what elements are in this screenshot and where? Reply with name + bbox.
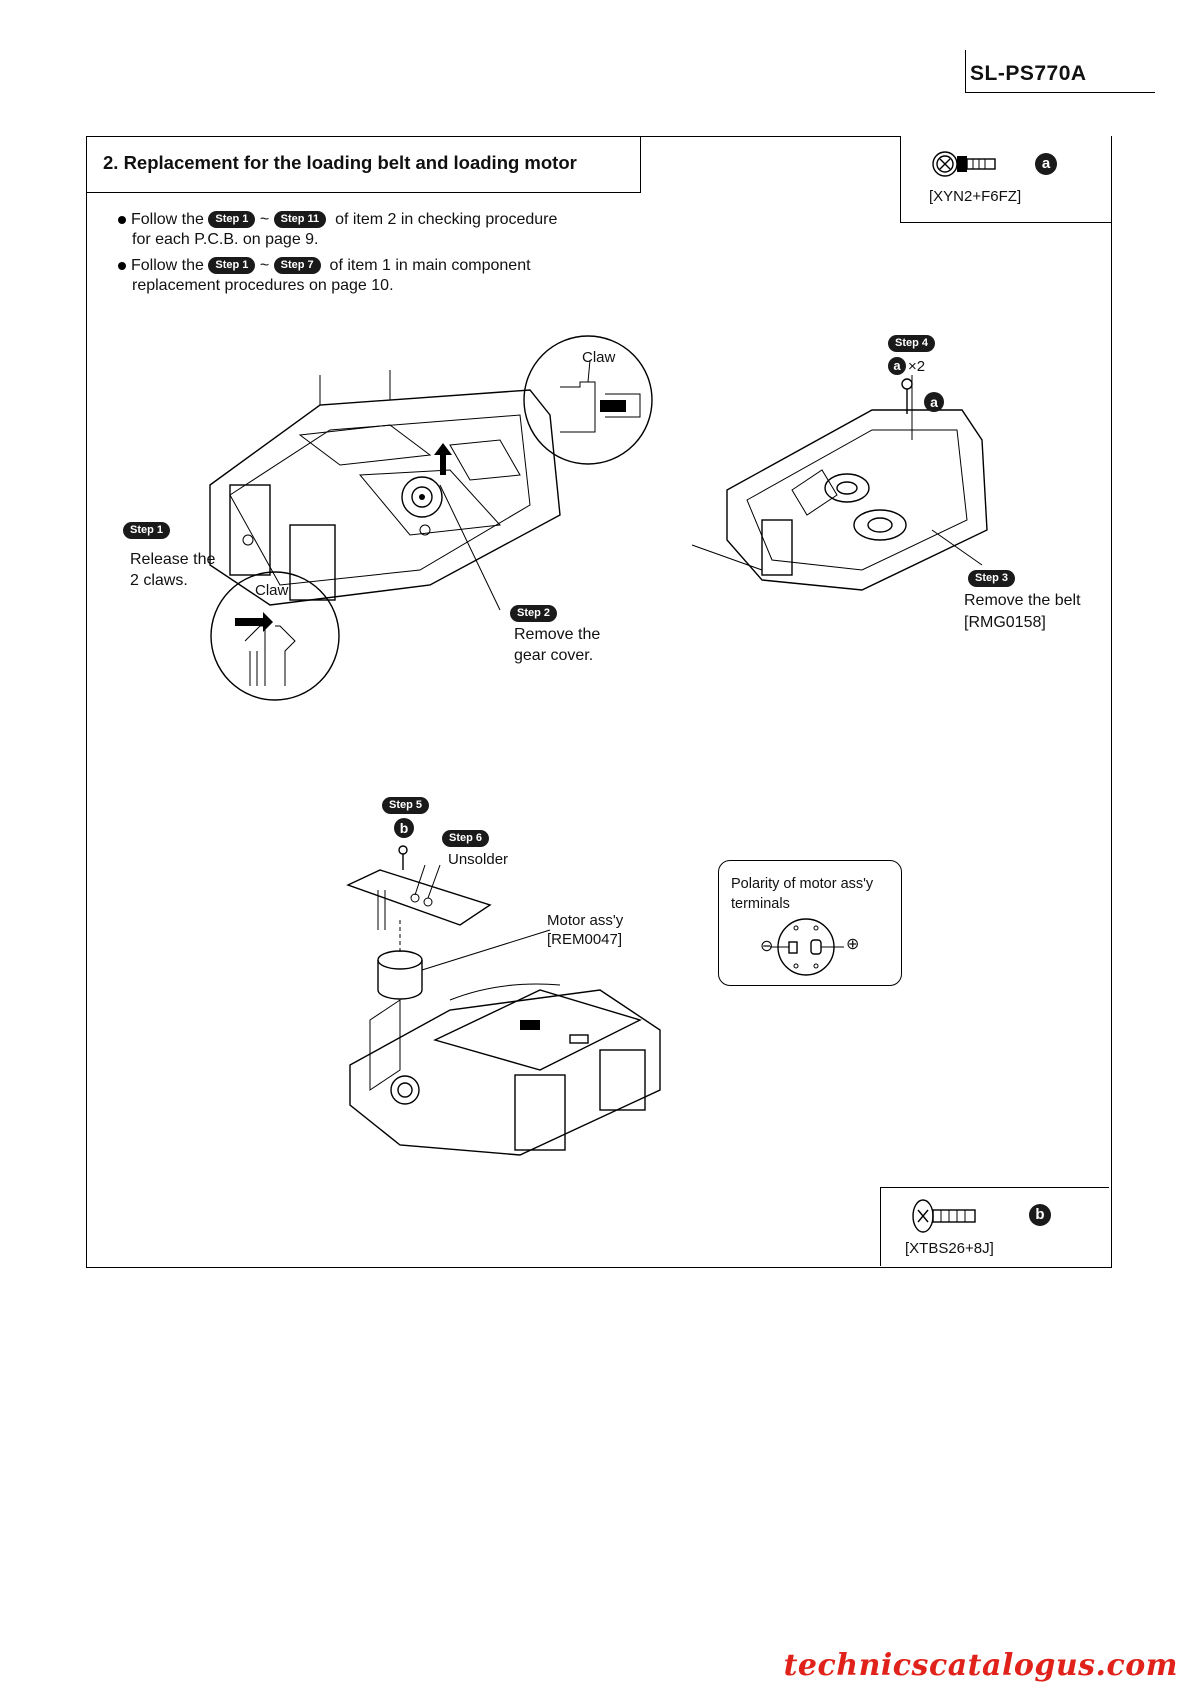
bullet-dot <box>118 261 126 270</box>
watermark: technicscatalogus.com <box>783 1648 1178 1683</box>
polarity-title-line2: terminals <box>731 896 790 912</box>
step2-badge: Step 2 <box>510 605 558 622</box>
step4-badge: Step 4 <box>888 335 936 352</box>
model-number: SL-PS770A <box>970 62 1087 85</box>
mechanism-diagram-belt <box>691 375 988 591</box>
section-frame <box>86 136 1112 1268</box>
step-badge: Step 1 <box>208 257 256 275</box>
step5-screw-letter: b <box>394 818 414 838</box>
claw-zoom-upper <box>523 335 653 465</box>
step-badge: Step 7 <box>273 257 321 275</box>
step4-qty: ×2 <box>908 358 926 375</box>
screw-a-letter: a <box>1035 153 1057 175</box>
step4-screw-letter-2: a <box>924 392 944 412</box>
step6-badge: Step 6 <box>442 830 490 847</box>
screw-b-box: b [XTBS26+8J] <box>880 1187 1109 1266</box>
claw-label-lower: Claw <box>255 582 289 599</box>
polarity-title-line1: Polarity of motor ass'y <box>731 876 874 892</box>
step-badge: Step 1 <box>208 211 256 229</box>
claw-label-upper: Claw <box>582 349 616 366</box>
screw-a-box: a [XYN2+F6FZ] <box>900 136 1111 223</box>
step6-label: Unsolder <box>448 851 509 868</box>
polarity-box <box>718 860 902 986</box>
instruction-2: Follow the Step 1 ~ Step 7 of item 1 in … <box>118 256 531 276</box>
screw-b-letter: b <box>1029 1204 1051 1226</box>
screw-a-code: [XYN2+F6FZ] <box>929 188 1022 205</box>
instruction-1-line2: for each P.C.B. on page 9. <box>132 231 319 248</box>
step2-text-line2: gear cover. <box>514 647 594 664</box>
screw-b-code: [XTBS26+8J] <box>905 1240 994 1257</box>
header-rule-horizontal <box>965 92 1155 93</box>
step-badge: Step 11 <box>273 211 327 229</box>
step5-badge: Step 5 <box>382 797 430 814</box>
motor-terminal-diagram <box>770 918 844 976</box>
screw-a-small-icon <box>901 378 913 414</box>
mechanism-diagram-motor <box>346 845 661 1156</box>
mechanism-diagram-1 <box>209 370 561 611</box>
step4-screw-letter: a <box>888 357 906 375</box>
step3-text-line2: [RMG0158] <box>964 614 1046 631</box>
claw-zoom-lower <box>210 571 340 701</box>
plus-terminal-symbol: ⊕ <box>846 936 860 953</box>
step2-text-line1: Remove the <box>514 626 601 643</box>
screw-b-icon <box>912 1199 976 1233</box>
screw-a-icon <box>932 151 996 177</box>
header-rule-vertical <box>965 50 966 92</box>
minus-terminal-symbol: ⊖ <box>760 938 774 955</box>
section-title: 2. Replacement for the loading belt and … <box>103 152 577 173</box>
bullet-dot <box>118 215 126 224</box>
step1-text-line1: Release the <box>130 551 216 568</box>
title-box <box>86 136 641 193</box>
instruction-1: Follow the Step 1 ~ Step 11 of item 2 in… <box>118 210 557 230</box>
step3-badge: Step 3 <box>968 570 1016 587</box>
step1-text-line2: 2 claws. <box>130 572 188 589</box>
motor-label-line2: [REM0047] <box>547 931 623 948</box>
instruction-2-line2: replacement procedures on page 10. <box>132 277 394 294</box>
step3-text-line1: Remove the belt <box>964 592 1081 609</box>
step1-badge: Step 1 <box>123 522 171 539</box>
motor-label-line1: Motor ass'y <box>547 912 624 929</box>
